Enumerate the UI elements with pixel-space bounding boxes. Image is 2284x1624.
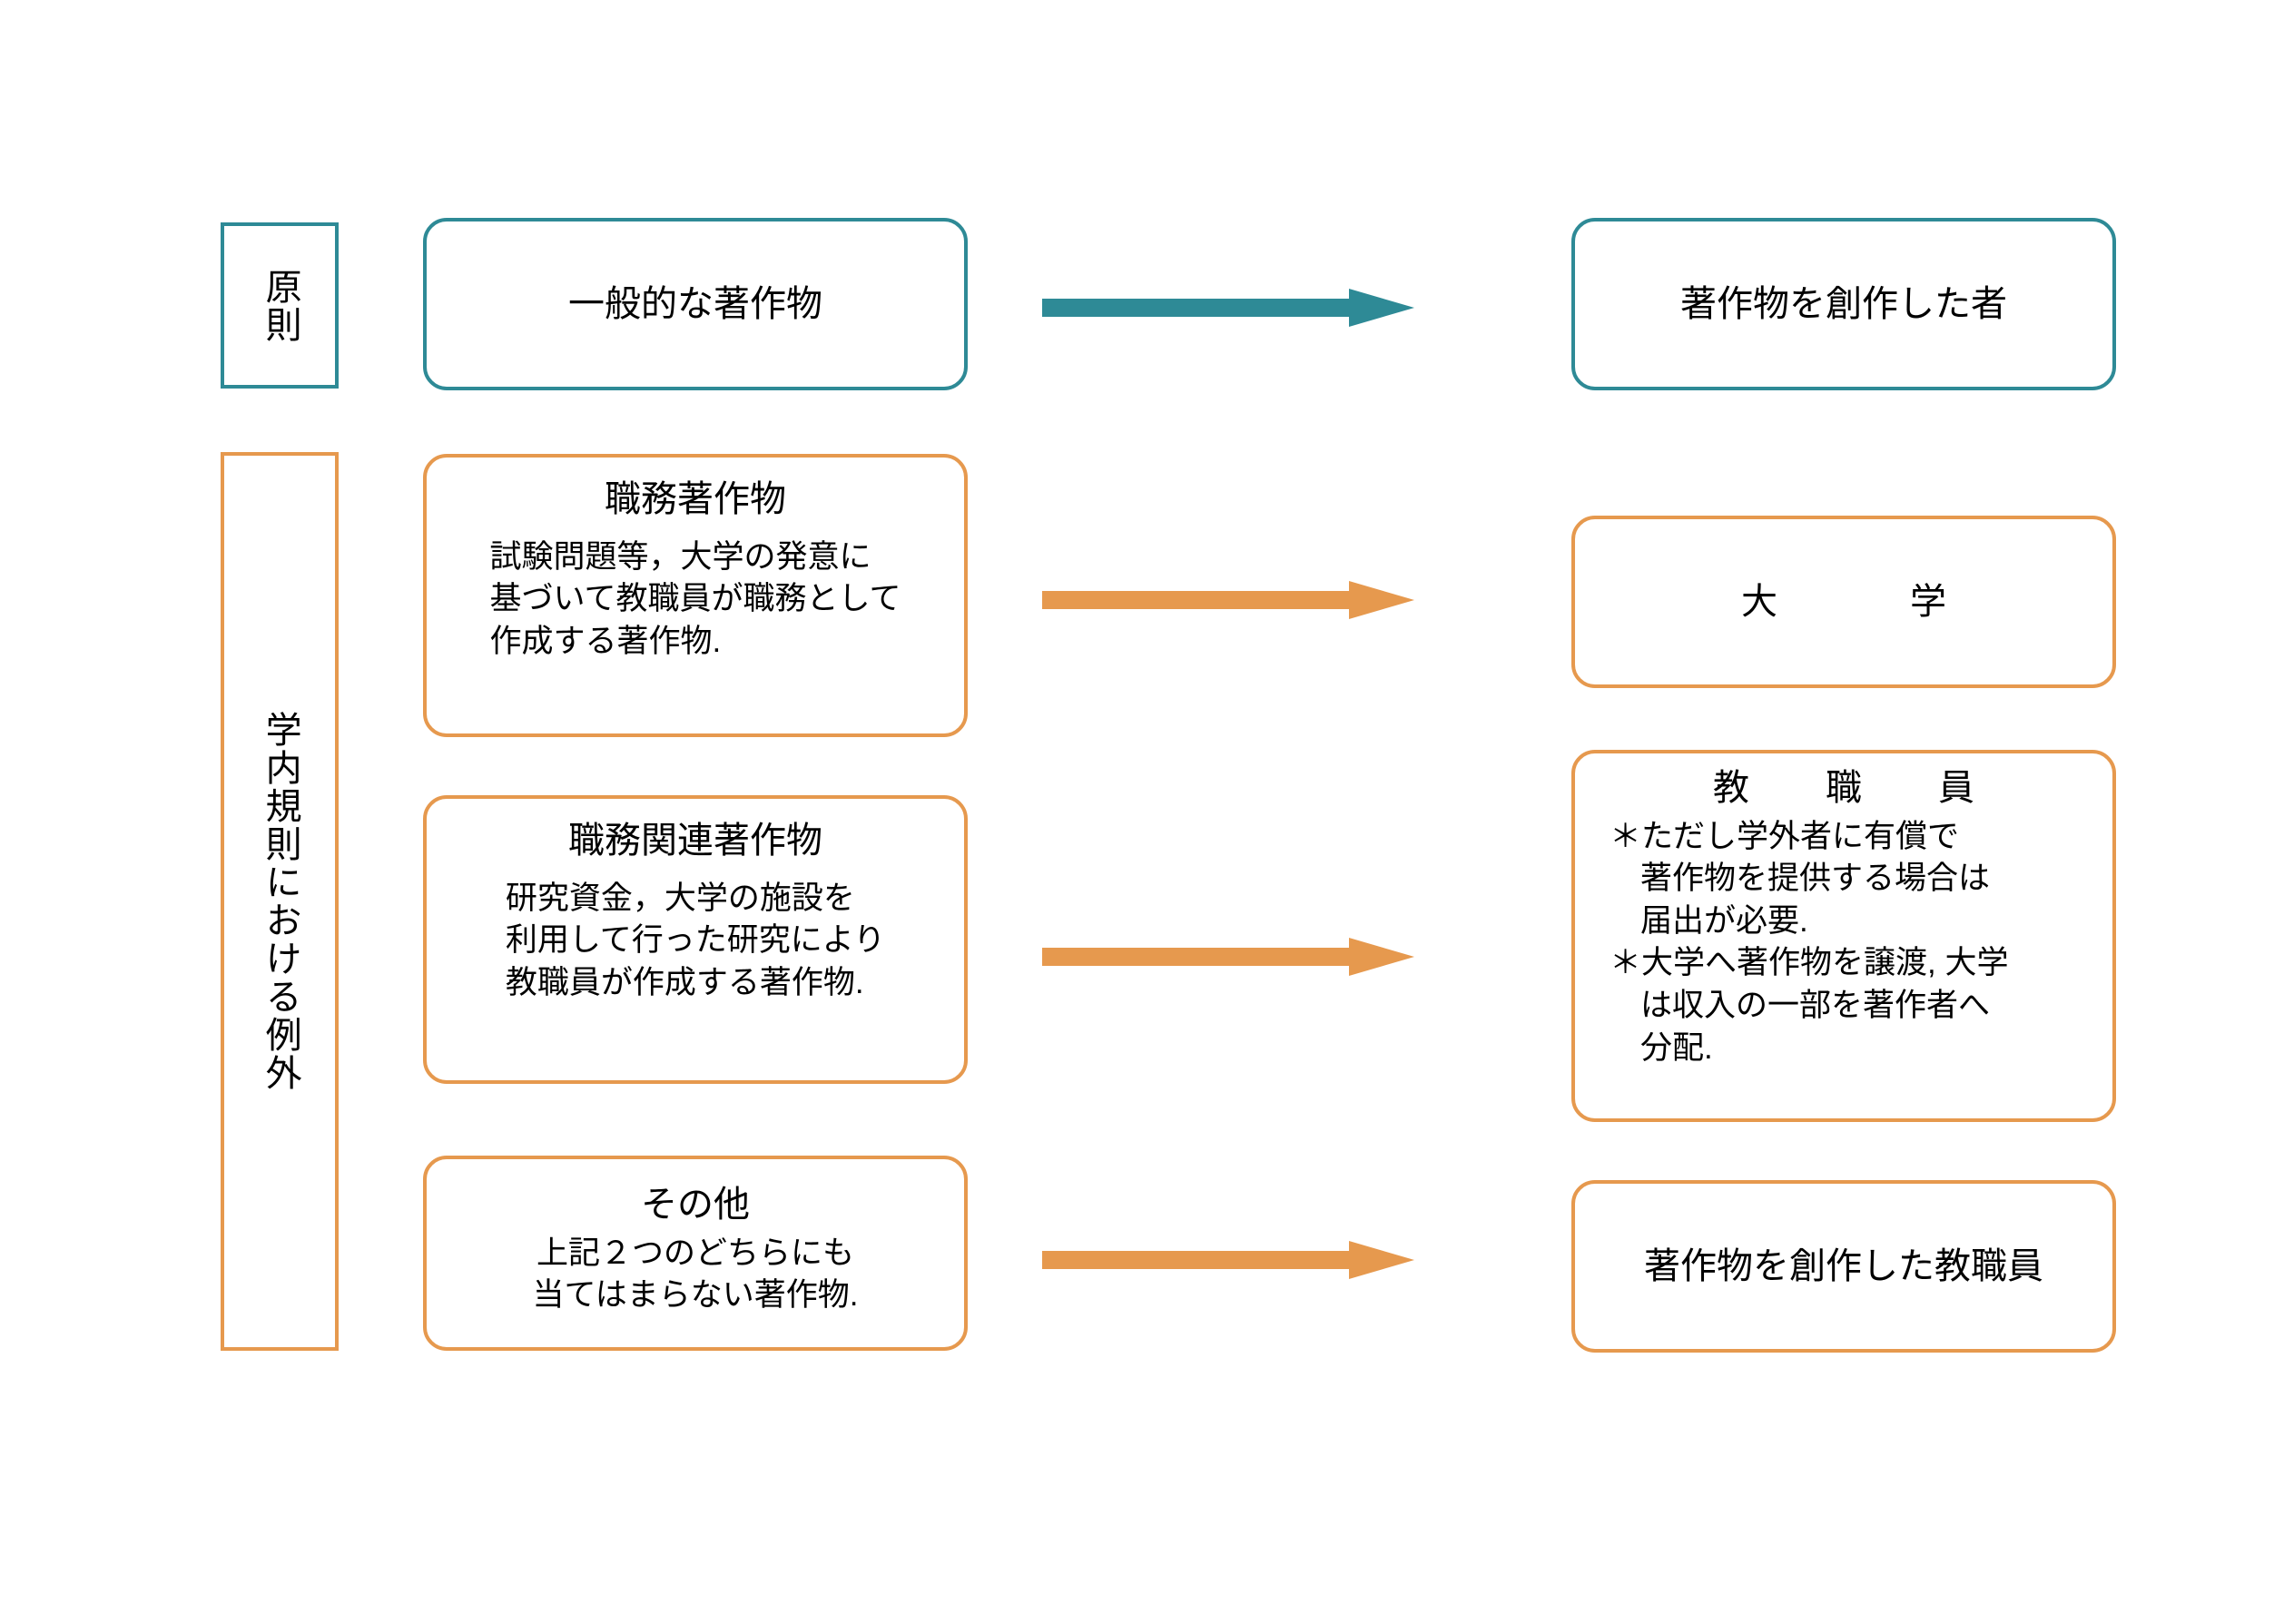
target-title-general-work: 著作物を創作した者 (1680, 283, 2007, 324)
target-box-creating-staff: 著作物を創作した教職員 (1571, 1180, 2116, 1353)
arrow-other (1042, 1241, 1414, 1279)
source-box-other: その他 上記２つのどちらにも 当てはまらない著作物. (423, 1156, 968, 1351)
source-title-general-work: 一般的な著作物 (568, 283, 822, 324)
arrow-general-work (1042, 289, 1414, 327)
source-box-work-related: 職務関連著作物 研究資金，大学の施設を 利用して行った研究により 教職員が作成す… (423, 795, 968, 1084)
category-label-exception-text: 学内規則における例外 (260, 711, 300, 1092)
arrow-work-related (1042, 938, 1414, 976)
source-title-work-related: 職務関連著作物 (568, 821, 822, 861)
arrow-right-icon (1042, 289, 1414, 327)
target-box-university: 大 学 (1571, 516, 2116, 688)
category-label-principle: 原則 (221, 222, 339, 389)
target-title-creating-staff: 著作物を創作した教職員 (1644, 1245, 2043, 1286)
target-box-general-work: 著作物を創作した者 (1571, 218, 2116, 390)
target-box-faculty-staff: 教 職 員 ＊ただし学外者に有償で 著作物を提供する場合は 届出が必要. ＊大学… (1571, 750, 2116, 1122)
arrow-right-icon (1042, 1241, 1414, 1279)
arrow-right-icon (1042, 938, 1414, 976)
arrow-right-icon (1042, 581, 1414, 619)
target-title-university: 大 学 (1741, 581, 1966, 622)
target-note-2: ＊大学へ著作物を譲渡, 大学 は収入の一部を著作者へ 分配. (1610, 945, 2009, 1066)
source-box-work-for-hire: 職務著作物 試験問題等，大学の発意に 基づいて教職員が職務として 作成する著作物… (423, 454, 968, 737)
source-body-work-for-hire: 試験問題等，大学の発意に 基づいて教職員が職務として 作成する著作物. (489, 538, 901, 659)
arrow-work-for-hire (1042, 581, 1414, 619)
category-label-principle-text: 原則 (260, 267, 300, 344)
source-title-work-for-hire: 職務著作物 (605, 479, 786, 519)
target-note-1: ＊ただし学外者に有償で 著作物を提供する場合は 届出が必要. (1610, 818, 1991, 939)
source-body-other: 上記２つのどちらにも 当てはまらない著作物. (532, 1235, 859, 1314)
target-title-faculty-staff: 教 職 員 (1713, 768, 1994, 808)
category-label-exception: 学内規則における例外 (221, 452, 339, 1351)
source-box-general-work: 一般的な著作物 (423, 218, 968, 390)
source-body-work-related: 研究資金，大学の施設を 利用して行った研究により 教職員が作成する著作物. (505, 880, 886, 1000)
source-title-other: その他 (641, 1185, 750, 1225)
